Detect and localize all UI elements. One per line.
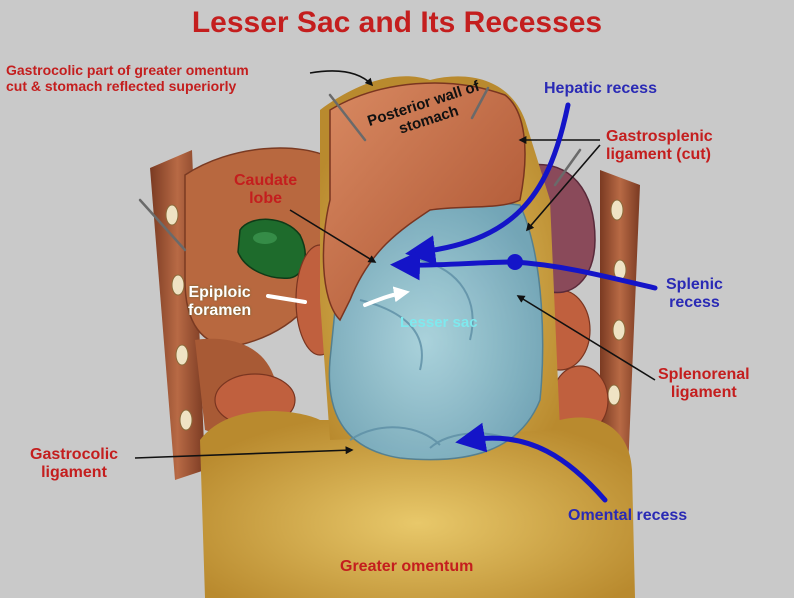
splenic-recess-arrow (512, 259, 658, 291)
hepatic-recess-arrow (405, 102, 571, 266)
epiploic-line2: foramen (188, 302, 252, 320)
gastrosplenic-label: Gastrosplenic ligament (cut) (606, 128, 713, 165)
omental-recess-arrow (455, 422, 608, 503)
recess-arrows (390, 102, 658, 503)
greater-omentum-label: Greater omentum (340, 558, 474, 575)
splenic-recess-dot (507, 254, 523, 270)
gastrocolic-omentum-label: Gastrocolic part of greater omentum cut … (6, 62, 249, 94)
leader-lines (134, 70, 656, 459)
hepatic-recess-label: Hepatic recess (544, 80, 657, 97)
gastrosplenic-line2: ligament (cut) (606, 146, 711, 164)
splenic-recess-arrow-2 (390, 250, 518, 281)
epiploic-foramen-label: Epiploic foramen (188, 284, 251, 321)
gastrocolic-ligament-label: Gastrocolic ligament (30, 446, 118, 483)
gastrocolic-lig-line1: Gastrocolic (30, 446, 119, 463)
caudate-line1: Caudate (234, 172, 298, 189)
splenic-recess-label: Splenic recess (666, 276, 723, 313)
splenorenal-ligament-label: Splenorenal ligament (658, 366, 750, 403)
caudate-line2: lobe (249, 190, 282, 208)
epiploic-arrows (266, 286, 410, 307)
gastrocolic-omentum-line1: Gastrocolic part of greater omentum (6, 62, 249, 78)
caudate-lobe-label: Caudate lobe (234, 172, 297, 209)
gastrocolic-omentum-line2: cut & stomach reflected superiorly (6, 78, 237, 95)
splenorenal-line2: ligament (670, 384, 737, 402)
gastrocolic-lig-line2: ligament (41, 464, 107, 482)
lesser-sac-label: Lesser sac (400, 314, 478, 331)
gastrosplenic-line1: Gastrosplenic (606, 128, 713, 145)
pins (138, 86, 582, 252)
page-title: Lesser Sac and Its Recesses (191, 6, 603, 39)
splenic-line2: recess (669, 294, 720, 312)
epiploic-line1: Epiploic (188, 284, 251, 301)
splenorenal-line1: Splenorenal (658, 366, 750, 383)
splenic-line1: Splenic (666, 276, 723, 293)
stomach (322, 82, 526, 322)
greater-omentum (200, 411, 635, 598)
omental-recess-label: Omental recess (568, 507, 688, 524)
